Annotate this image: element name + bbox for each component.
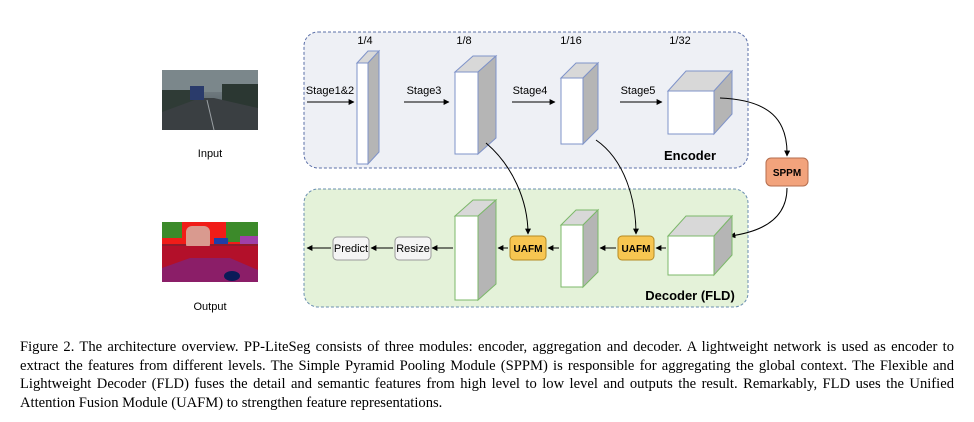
skip-connection-arrow	[595, 139, 639, 235]
figure-caption: Figure 2. The architecture overview. PP-…	[20, 339, 954, 411]
scale-label: 1/4	[357, 35, 372, 47]
decoder-feature-block-2	[559, 208, 600, 289]
predict-label: Predict	[334, 243, 368, 255]
resize-label: Resize	[396, 243, 430, 255]
uafm-label: UAFM	[622, 244, 651, 255]
resize-module	[394, 236, 432, 261]
scale-label: 1/32	[669, 35, 690, 47]
input-image	[162, 70, 258, 131]
stage-label: Stage1&2	[306, 85, 354, 97]
encoder-feature-block-3	[559, 61, 600, 146]
decoder-title: Decoder (FLD)	[645, 288, 735, 303]
encoder-feature-block-4	[666, 69, 734, 136]
input-label: Input	[198, 148, 222, 160]
sppm-module	[765, 157, 809, 187]
architecture-diagram: Input Output Encoder Decoder (FLD) 1/4 1…	[162, 31, 809, 313]
skip-connection-arrow	[485, 142, 531, 235]
encoder-feature-block-1	[355, 49, 381, 166]
encoder-to-sppm-arrow	[719, 97, 791, 157]
scale-label: 1/8	[456, 35, 471, 47]
stage-label: Stage4	[513, 85, 548, 97]
decoder-feature-block-3	[453, 198, 498, 302]
output-label: Output	[193, 301, 226, 313]
uafm-module-2	[617, 235, 655, 261]
decoder-feature-block-1	[666, 214, 734, 277]
stage-label: Stage3	[407, 85, 442, 97]
encoder-feature-block-2	[453, 54, 498, 156]
uafm-module-1	[509, 235, 547, 261]
scale-label: 1/16	[560, 35, 581, 47]
stage-label: Stage5	[621, 85, 656, 97]
encoder-title: Encoder	[664, 148, 716, 163]
predict-module	[332, 236, 370, 261]
encoder-panel	[303, 31, 749, 169]
sppm-to-decoder-arrow	[729, 187, 788, 239]
uafm-label: UAFM	[514, 244, 543, 255]
sppm-label: SPPM	[773, 168, 801, 179]
output-image	[162, 222, 258, 282]
